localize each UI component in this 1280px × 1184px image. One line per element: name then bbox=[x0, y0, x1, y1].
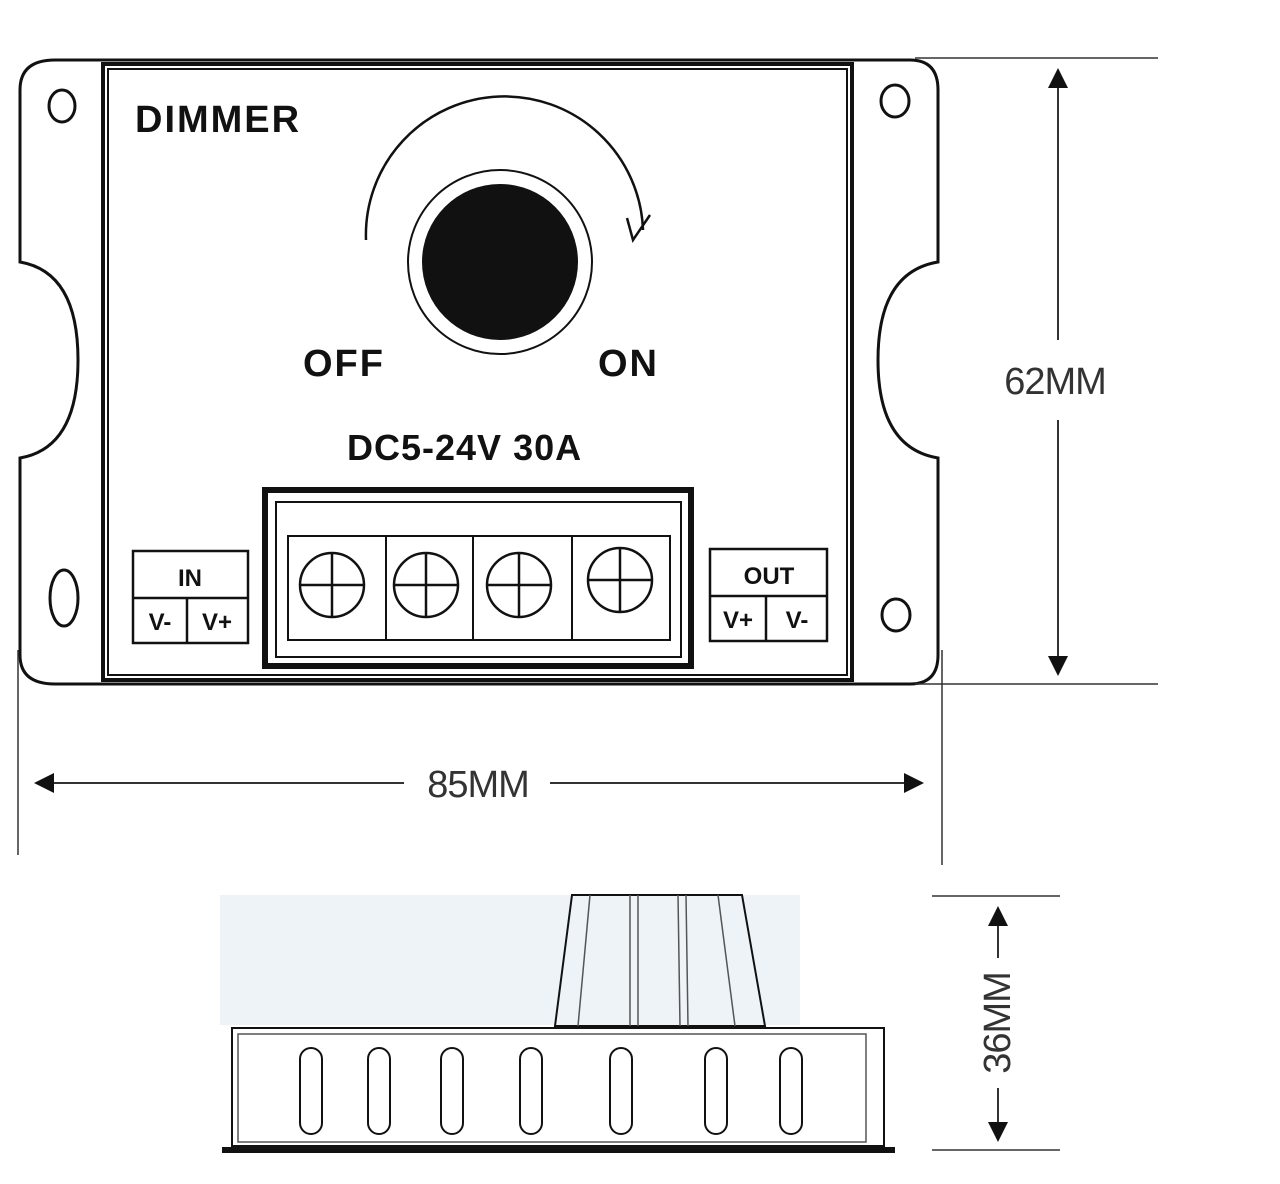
output-terminal-label: OUT V+ V- bbox=[708, 547, 829, 643]
mounting-hole-top-right bbox=[879, 83, 911, 119]
terminal-screw bbox=[298, 551, 366, 619]
out-label: OUT bbox=[744, 563, 795, 590]
width-label: 85MM bbox=[427, 764, 529, 806]
vent-slot bbox=[704, 1047, 728, 1135]
on-label: ON bbox=[598, 343, 659, 385]
terminal-screw bbox=[485, 551, 553, 619]
vent-slot bbox=[519, 1047, 543, 1135]
mounting-hole-top-left bbox=[47, 88, 77, 124]
terminal-screw bbox=[392, 551, 460, 619]
dimmer-knob[interactable] bbox=[422, 184, 578, 340]
vent-slot bbox=[779, 1047, 803, 1135]
dimension-width: 85MM bbox=[17, 650, 943, 865]
in-negative-label: V- bbox=[149, 609, 172, 636]
in-positive-label: V+ bbox=[202, 609, 232, 636]
mounting-hole-bottom-right bbox=[880, 597, 912, 633]
vent-slot bbox=[299, 1047, 323, 1135]
top-view: DIMMER OFF ON DC5-24V 30A bbox=[18, 58, 940, 686]
off-label: OFF bbox=[303, 343, 385, 385]
terminal-block bbox=[262, 487, 694, 669]
rating-label: DC5-24V 30A bbox=[347, 427, 582, 468]
housing-side bbox=[231, 1027, 885, 1147]
height-label: 62MM bbox=[1004, 361, 1106, 403]
depth-label: 36MM bbox=[977, 972, 1019, 1074]
terminal-screw bbox=[586, 546, 654, 614]
dimension-height: 62MM bbox=[915, 57, 1158, 685]
mounting-flange bbox=[18, 58, 940, 686]
side-view-background bbox=[220, 895, 800, 1025]
mounting-hole-bottom-left bbox=[48, 568, 80, 628]
knob-ring bbox=[407, 169, 593, 355]
input-terminal-label: IN V- V+ bbox=[131, 549, 250, 645]
in-label: IN bbox=[178, 565, 202, 592]
knob-profile bbox=[553, 894, 767, 1027]
device-title: DIMMER bbox=[135, 99, 301, 141]
rotation-arrow bbox=[364, 95, 645, 241]
side-view bbox=[220, 894, 895, 1153]
dimension-depth: 36MM bbox=[932, 895, 1060, 1151]
device-body bbox=[101, 62, 854, 682]
vent-slot bbox=[440, 1047, 464, 1135]
out-negative-label: V- bbox=[786, 607, 809, 634]
vent-slot bbox=[609, 1047, 633, 1135]
vent-slot bbox=[367, 1047, 391, 1135]
out-positive-label: V+ bbox=[723, 607, 753, 634]
